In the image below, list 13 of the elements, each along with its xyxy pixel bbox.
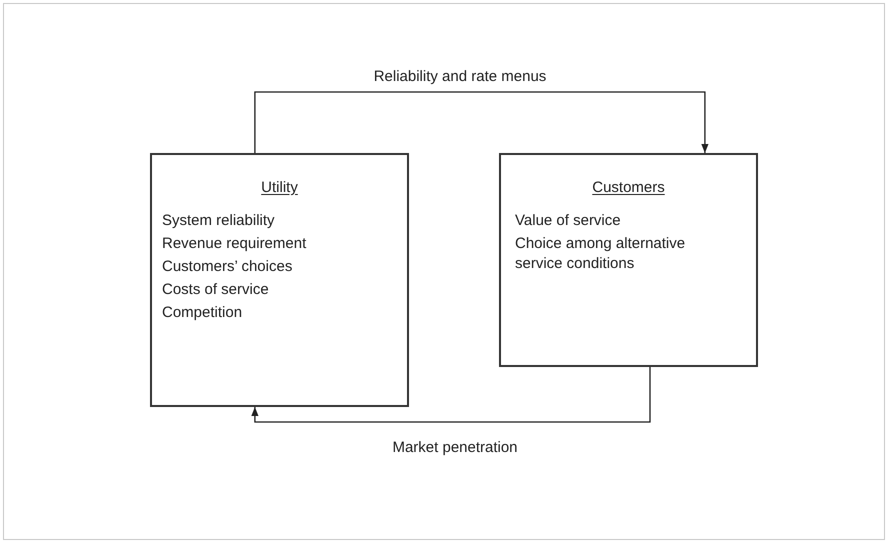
list-item: Competition bbox=[162, 303, 244, 323]
list-item: Choice among alternative service conditions bbox=[515, 234, 686, 274]
list-item: Value of service bbox=[515, 211, 622, 231]
list-item: Customers’ choices bbox=[162, 257, 294, 277]
box-heading: Customers bbox=[591, 178, 666, 198]
process-box bbox=[499, 153, 758, 367]
list-item: Costs of service bbox=[162, 280, 270, 300]
connector-arrow bbox=[251, 367, 651, 423]
list-item: Revenue requirement bbox=[162, 234, 308, 254]
process-box bbox=[150, 153, 409, 407]
connector-arrow bbox=[254, 91, 709, 153]
list-item: System reliability bbox=[162, 211, 276, 231]
box-heading: Utility bbox=[260, 178, 299, 198]
